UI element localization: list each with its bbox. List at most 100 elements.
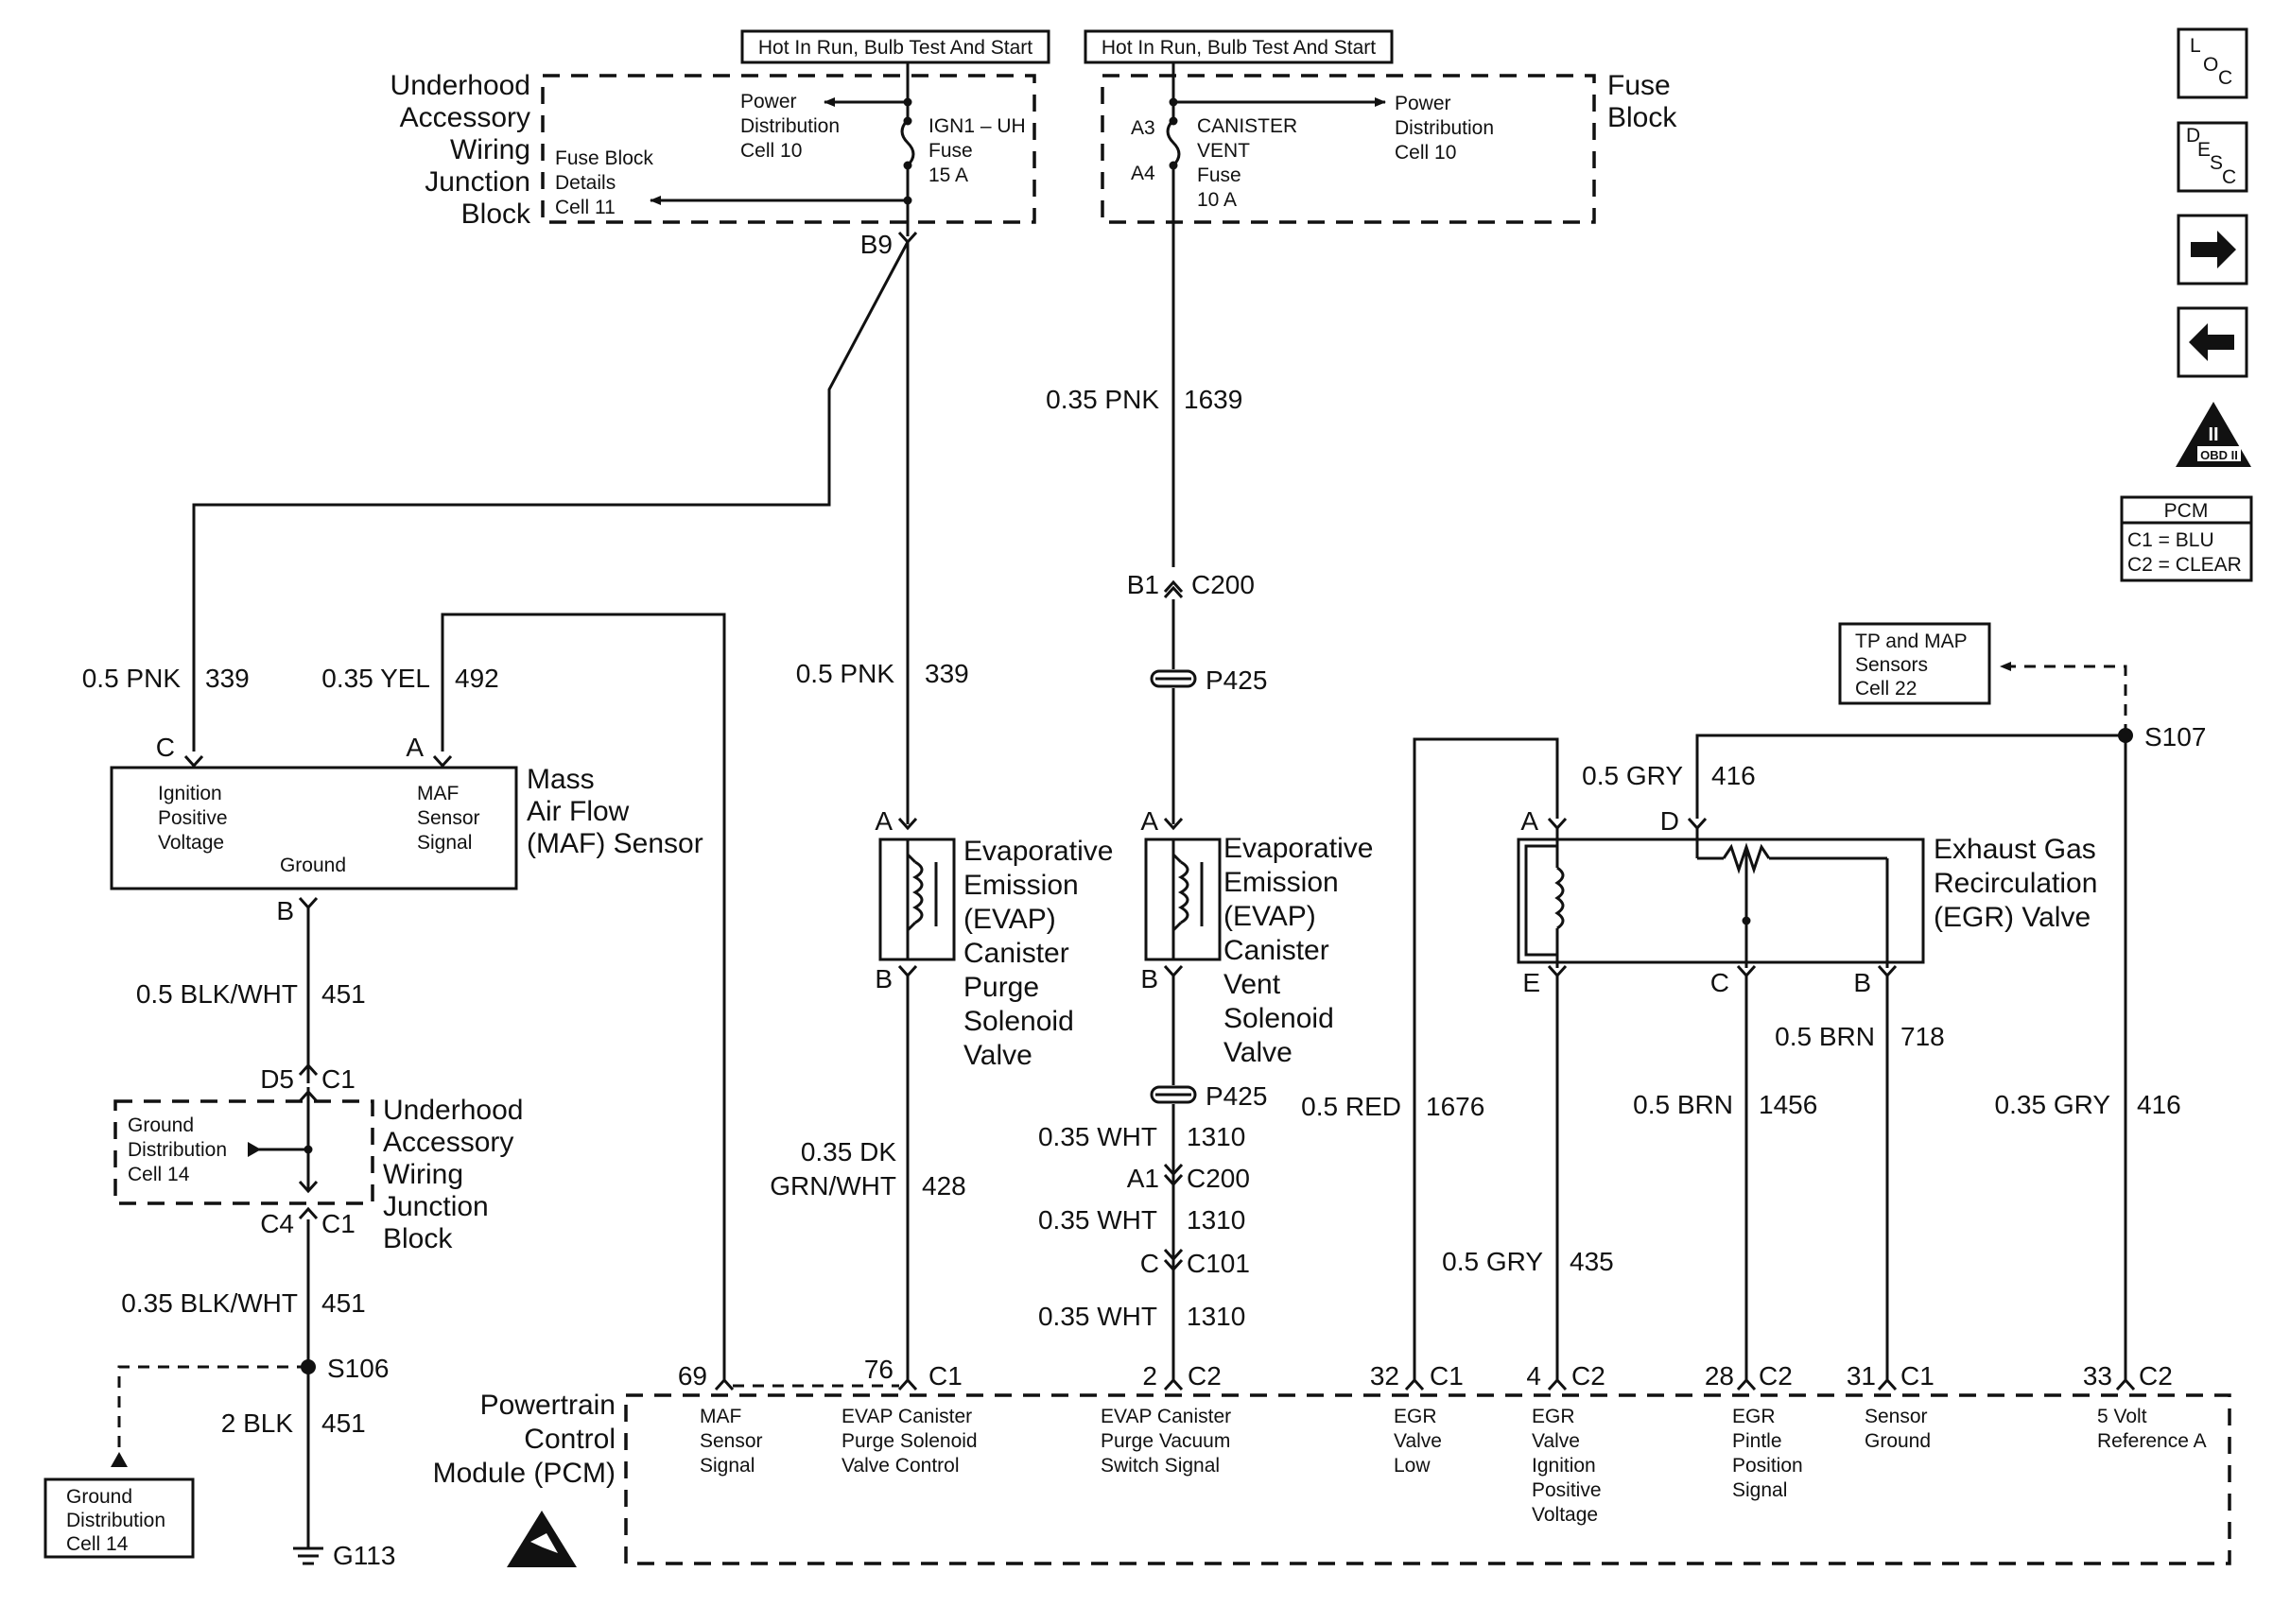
fuse-block: Hot In Run, Bulb Test And Start Fuse Blo… xyxy=(1084,29,1677,567)
pcm-pin-31-num: 31 xyxy=(1847,1361,1876,1391)
wire-435-circuit: 435 xyxy=(1570,1247,1614,1276)
pcm-label-egr-ign-5: Voltage xyxy=(1532,1504,1598,1526)
vent-pin-b: B xyxy=(1140,964,1158,993)
purge-title-5: Purge xyxy=(963,972,1039,1003)
loc-icon[interactable]: L O C xyxy=(2177,27,2248,99)
hot-label-left: Hot In Run, Bulb Test And Start xyxy=(758,37,1032,59)
prev-arrow-icon[interactable] xyxy=(2177,306,2248,378)
hot-label-box-left xyxy=(740,29,1050,64)
uawjb-top-title-2: Accessory xyxy=(400,102,530,133)
svg-text:TP and MAP: TP and MAP xyxy=(1855,631,1968,652)
svg-text:C: C xyxy=(2218,67,2232,89)
vent-title-6: Solenoid xyxy=(1223,1003,1334,1034)
ground-dist-3: Cell 14 xyxy=(66,1533,129,1555)
egr-title-2: Recirculation xyxy=(1934,868,2097,899)
pcm-pin-4-num: 4 xyxy=(1526,1361,1541,1391)
uawjb-fuse-ref-3: Cell 11 xyxy=(555,197,616,218)
egr-valve: Exhaust Gas Recirculation (EGR) Valve A … xyxy=(1301,722,2206,1382)
svg-text:OBD II: OBD II xyxy=(2200,448,2238,462)
pcm-pin-33-num: 33 xyxy=(2083,1361,2112,1391)
uawjb-top-title-5: Block xyxy=(461,199,531,230)
pcm-label-pintle-3: Position xyxy=(1732,1455,1803,1477)
wire-339-purge-gauge: 0.5 PNK xyxy=(796,659,895,688)
pcm-pin-32-conn: C1 xyxy=(1430,1361,1464,1391)
vent-title-3: (EVAP) xyxy=(1223,901,1316,932)
pcm-label-sgnd-1: Sensor xyxy=(1865,1406,1928,1427)
conn-c1-bottom: C1 xyxy=(321,1209,356,1238)
uawjb-top-title-3: Wiring xyxy=(450,134,530,165)
uawjb-top-title-4: Junction xyxy=(425,166,530,198)
pcm-label-pintle-4: Signal xyxy=(1732,1479,1787,1501)
wire-428-gauge-2: GRN/WHT xyxy=(770,1171,896,1201)
svg-text:L: L xyxy=(2190,35,2201,57)
uawjb-top: Hot In Run, Bulb Test And Start Underhoo… xyxy=(390,29,1050,259)
egr-pin-a: A xyxy=(1520,806,1538,836)
uawjb-fuse-ref-1: Fuse Block xyxy=(555,147,653,169)
wire-451-b-circuit: 451 xyxy=(321,1288,366,1318)
egr-pin-d: D xyxy=(1660,806,1679,836)
wire-blk-451-gauge: 2 BLK xyxy=(221,1408,294,1438)
pcm-label-egr-ign-2: Valve xyxy=(1532,1430,1580,1452)
pcm-pin-76-num: 76 xyxy=(864,1355,894,1384)
desc-icon[interactable]: D E S C xyxy=(2177,121,2248,193)
purge-pin-a: A xyxy=(875,806,893,836)
pcm-title-3: Module (PCM) xyxy=(433,1458,616,1489)
uawjb-bottom-title-2: Accessory xyxy=(383,1127,513,1158)
wire-339-maf-circuit: 339 xyxy=(205,664,250,693)
wire-416-bottom-gauge: 0.35 GRY xyxy=(1995,1090,2111,1119)
wire-492: 0.35 YEL 492 xyxy=(321,613,726,1382)
pcm-pin-31-conn: C1 xyxy=(1900,1361,1935,1391)
wire-428-gauge-1: 0.35 DK xyxy=(801,1137,896,1166)
pcm-label-maf-2: Sensor xyxy=(700,1430,763,1452)
ground-ref-3: Cell 14 xyxy=(128,1164,190,1185)
next-arrow-icon[interactable] xyxy=(2177,214,2248,285)
svg-text:E: E xyxy=(2197,139,2211,161)
pcm-label-egr-ign-1: EGR xyxy=(1532,1406,1575,1427)
egr-title-3: (EGR) Valve xyxy=(1934,902,2091,933)
uawjb-top-box xyxy=(541,74,1036,224)
svg-text:O: O xyxy=(2203,54,2218,76)
vent-title-7: Valve xyxy=(1223,1037,1293,1068)
wire-1639-circuit: 1639 xyxy=(1184,385,1242,414)
uawjb-bottom-title-4: Junction xyxy=(383,1191,489,1222)
fuse-block-title-1: Fuse xyxy=(1607,70,1671,101)
uawjb-bottom-title-1: Underhood xyxy=(383,1095,523,1126)
pcm-legend: PCM C1 = BLU C2 = CLEAR xyxy=(2120,495,2253,582)
svg-text:II: II xyxy=(2208,424,2218,445)
conn-c-pin: C xyxy=(1140,1249,1159,1278)
pcm-label-pintle-1: EGR xyxy=(1732,1406,1776,1427)
purge-title-2: Emission xyxy=(963,870,1079,901)
wire-1676-gauge: 0.5 RED xyxy=(1301,1092,1401,1121)
hot-label-box-right xyxy=(1084,29,1394,64)
ign1-fuse-3: 15 A xyxy=(928,164,968,186)
pcm-label-purge-3: Valve Control xyxy=(842,1455,960,1477)
fuse-power-ref-1: Power xyxy=(1395,93,1451,114)
maf-pin-b: B xyxy=(276,896,294,925)
wire-1310-a-gauge: 0.35 WHT xyxy=(1038,1122,1157,1151)
conn-c4: C4 xyxy=(260,1209,294,1238)
purge-pin-b: B xyxy=(875,964,893,993)
ground-symbol-icon xyxy=(293,1546,323,1565)
pcm-label-purge-2: Purge Solenoid xyxy=(842,1430,978,1452)
svg-text:D: D xyxy=(2186,125,2200,147)
p425-bottom: P425 xyxy=(1206,1081,1267,1111)
wire-339-maf: 0.5 PNK 339 xyxy=(82,241,910,752)
pcm-legend-c1: C1 = BLU xyxy=(2127,529,2214,551)
wire-451-b-gauge: 0.35 BLK/WHT xyxy=(121,1288,298,1318)
pcm-label-pintle-2: Pintle xyxy=(1732,1430,1782,1452)
pcm-pin-2-conn: C2 xyxy=(1188,1361,1222,1391)
pcm-label-egr-low-1: EGR xyxy=(1394,1406,1437,1427)
maf-title-2: Air Flow xyxy=(527,796,630,827)
fuse-power-ref-2: Distribution xyxy=(1395,117,1494,139)
wire-492-circuit: 492 xyxy=(455,664,499,693)
wire-1310-c-gauge: 0.35 WHT xyxy=(1038,1302,1157,1331)
wire-416-top-gauge: 0.5 GRY xyxy=(1582,761,1683,790)
wire-718-circuit: 718 xyxy=(1900,1022,1945,1051)
splice-s107: S107 xyxy=(2144,722,2206,752)
conn-c200: C200 xyxy=(1191,570,1255,599)
pcm-label-5v-2: Reference A xyxy=(2097,1430,2207,1452)
canister-fuse-3: Fuse xyxy=(1197,164,1241,186)
evap-vent-solenoid: 0.35 PNK 1639 B1 C200 P425 A B Evaporati… xyxy=(1038,385,1373,1382)
pcm-title-2: Control xyxy=(524,1424,616,1455)
